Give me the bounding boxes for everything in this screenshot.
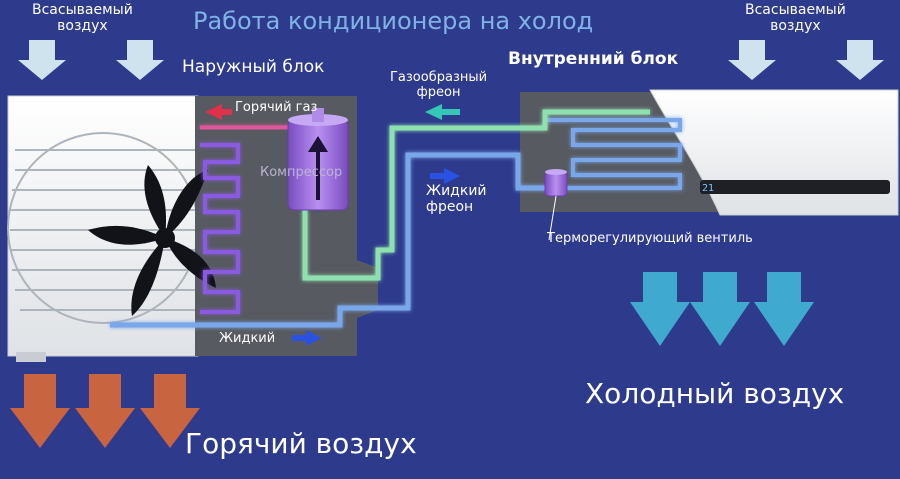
liquid-freon-label-line2: фреон <box>426 199 474 216</box>
intake-arrow-icon <box>836 40 884 80</box>
diagram-title: Работа кондиционера на холод <box>193 7 594 35</box>
indoor-display: 21 <box>702 183 714 194</box>
intake-arrow-icon <box>728 40 776 80</box>
flow-arrow-icon <box>425 104 460 120</box>
intake-air-label-right-line2: воздух <box>770 18 821 35</box>
hot-air-arrow-icon <box>140 374 200 448</box>
gas-freon-label-line2: фреон <box>416 84 461 100</box>
flow-arrow-icon <box>205 104 232 120</box>
compressor-label: Компрессор <box>260 165 343 180</box>
indoor-unit: 21 <box>520 89 899 216</box>
cold-air-arrow-icon <box>630 272 690 346</box>
intake-air-label-left: Всасываемый воздух <box>32 2 133 34</box>
indoor-unit-label: Внутренний блок <box>508 49 679 69</box>
flow-arrow-icon <box>292 330 322 346</box>
flow-arrow-icon <box>430 168 460 184</box>
outdoor-unit-label: Наружный блок <box>182 57 325 77</box>
gas-freon-label-line1: Газообразный <box>390 70 488 85</box>
liquid-label: Жидкий <box>219 331 276 346</box>
cold-air-arrow-icon <box>690 272 750 346</box>
condenser-coil <box>200 143 240 314</box>
intake-arrow-icon <box>18 40 66 80</box>
fan-grille <box>7 132 199 324</box>
expansion-valve-icon <box>544 169 568 241</box>
cold-air-label: Холодный воздух <box>585 377 845 410</box>
intake-air-label-right-line1: Всасываемый <box>745 2 846 18</box>
evaporator-coil <box>545 118 682 190</box>
intake-arrow-icon <box>116 40 164 80</box>
compressor-icon <box>287 108 349 211</box>
expansion-valve-label: Терморегулирующий вентиль <box>547 231 753 246</box>
liquid-pipe <box>110 152 555 328</box>
intake-air-label-right: Всасываемый воздух <box>745 2 846 34</box>
gas-freon-label: Газообразный фреон <box>390 70 488 101</box>
hot-air-arrow-icon <box>75 374 135 448</box>
gas-return-pipe <box>302 109 650 281</box>
liquid-freon-label: Жидкий фреон <box>426 183 487 215</box>
cold-air-arrow-icon <box>754 272 814 346</box>
liquid-freon-label-line1: Жидкий <box>426 183 487 199</box>
hot-air-label: Горячий воздух <box>185 427 417 460</box>
hot-gas-label: Горячий газ <box>235 100 318 115</box>
fan-icon <box>88 165 216 316</box>
intake-air-label-left-line1: Всасываемый <box>32 2 133 18</box>
hot-air-arrow-icon <box>10 374 70 448</box>
intake-air-label-left-line2: воздух <box>57 18 108 35</box>
